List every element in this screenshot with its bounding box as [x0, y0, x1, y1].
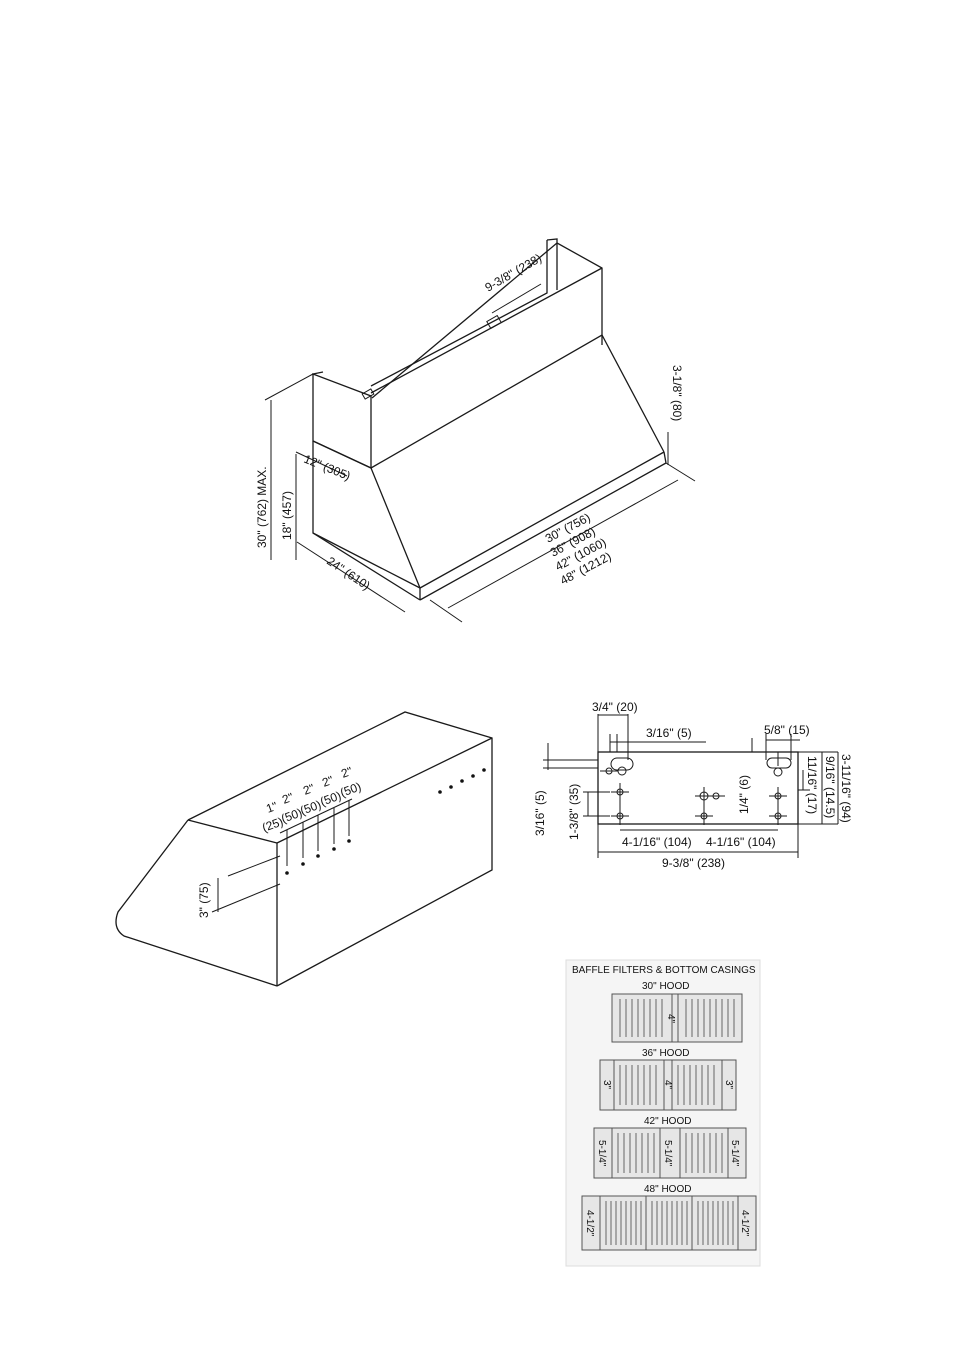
canopy-back [312, 440, 372, 469]
dim-line-chimney [491, 283, 542, 314]
dim-vertical-3in: 3" (75) [197, 882, 211, 918]
side-view-top-front [276, 737, 493, 844]
spacing-top-2: 2" [280, 790, 295, 807]
dim-span-right: 4-1/16" (104) [706, 835, 776, 849]
dim-left-height: 1-3/8" (35) [567, 784, 581, 840]
hood48-label: 48" HOOD [644, 1184, 691, 1195]
chimney-front-edge [371, 242, 558, 399]
dim-line-widths [447, 479, 679, 609]
canopy-lip-right [663, 451, 667, 464]
spacing-top-4: 2" [320, 773, 335, 790]
mounting-bracket-drawing: 3/4" (20) 3/16" (5) 5/8" (15) 3/16" (5) … [533, 700, 853, 870]
hood36-center: 4" [662, 1080, 673, 1090]
hood42-side-left: 5-1/4" [596, 1140, 607, 1167]
hood30-label: 30" HOOD [642, 981, 689, 992]
dim-line-12 [295, 451, 348, 477]
dim-top-lip: 3-1/8" (80) [670, 365, 684, 421]
keyhole-left [610, 757, 634, 771]
side-view-canopy [115, 819, 278, 987]
spacing-top-3: 2" [301, 781, 316, 798]
keyhole-right [766, 757, 792, 769]
baffle-title: BAFFLE FILTERS & BOTTOM CASINGS [572, 965, 756, 976]
dim-span-left: 4-1/16" (104) [622, 835, 692, 849]
hole-markers [279, 798, 353, 875]
dim-ext-30-top [264, 373, 314, 401]
dim-right-2: 9/16" (14.5) [823, 756, 837, 818]
hood42-louvers [617, 1133, 723, 1173]
spacing-bottom-2: (50) [279, 805, 304, 825]
side-bottom [312, 532, 421, 589]
hood48-side-right: 4-1/2" [739, 1210, 750, 1237]
hood42-casing [593, 1127, 747, 1179]
hood30-louvers [619, 999, 735, 1037]
dim-total-height: 30" (762) MAX. [255, 466, 269, 548]
hole-dots-right [438, 768, 486, 794]
canopy-lip-front [419, 462, 667, 601]
chimney-back-edge [370, 240, 548, 387]
dim-total: 9-3/8" (238) [662, 856, 725, 870]
hood42-side-right: 5-1/4" [729, 1140, 740, 1167]
back-wall-lip [312, 371, 324, 375]
spacing-bottom-5: (50) [338, 779, 363, 799]
spacing-top-1: 1" [264, 799, 279, 816]
hood48-casing [581, 1195, 757, 1251]
hood-side-view-drawing: 3" (75) 1" 2" 2" 2" 2" (25) (50) (50) (5… [115, 711, 493, 987]
hood42-label: 42" HOOD [644, 1116, 691, 1127]
baffle-filters-drawing: BAFFLE FILTERS & BOTTOM CASINGS 30" HOOD… [565, 959, 761, 1267]
leader-3in-top [227, 855, 281, 877]
hood30-center: 4" [665, 1014, 676, 1024]
dim-body-height: 18" (457) [280, 491, 294, 540]
dim-offset-a: 3/16" (5) [646, 726, 692, 740]
dim-mid-height: 1/4" (6) [737, 775, 751, 814]
keyhole-left-round [617, 766, 627, 776]
leader-3in-bottom [211, 883, 281, 913]
mount-tab-2 [361, 388, 375, 400]
dim-line-24 [296, 541, 406, 613]
side-view-top [187, 711, 493, 987]
dim-slot-right: 5/8" (15) [764, 723, 810, 737]
dim-right-1: 11/16" (17) [805, 756, 819, 814]
dim-right-3: 3-11/16" (94) [839, 754, 853, 823]
bracket-holes [600, 752, 787, 825]
spacing-top-5: 2" [339, 764, 354, 781]
hood42-center: 5-1/4" [662, 1140, 673, 1167]
hood36-louvers [619, 1065, 715, 1105]
hood-isometric-drawing: 9-3/8" (238) 3-1/8" (80) 12" (305) 30" (… [255, 238, 696, 623]
spacing-bottom-1: (25) [260, 814, 285, 834]
canopy-slope-left [370, 467, 421, 589]
dim-ext-widths-right [665, 462, 696, 482]
mount-tab [486, 314, 502, 330]
hood30-casing [611, 993, 743, 1043]
dim-ext-widths-left [429, 599, 463, 623]
chimney-top-edge [370, 267, 603, 394]
canopy-bottom-front [419, 451, 665, 589]
hood-top-face [370, 334, 665, 469]
spacing-bottom-3: (50) [298, 797, 323, 817]
hood36-side-left: 3" [601, 1080, 612, 1090]
dim-left-small: 3/16" (5) [533, 790, 547, 836]
spacing-bottom-4: (50) [318, 788, 343, 808]
chimney-side [546, 238, 603, 335]
hood36-casing [599, 1059, 737, 1111]
hood48-louvers [605, 1201, 734, 1245]
dim-slot-width: 3/4" (20) [592, 700, 638, 714]
hood48-side-left: 4-1/2" [584, 1210, 595, 1237]
bracket-plate [597, 751, 799, 825]
keyhole-right-round [773, 767, 783, 777]
hood36-label: 36" HOOD [642, 1048, 689, 1059]
side-view-front-top [187, 819, 278, 844]
hood36-side-right: 3" [723, 1080, 734, 1090]
